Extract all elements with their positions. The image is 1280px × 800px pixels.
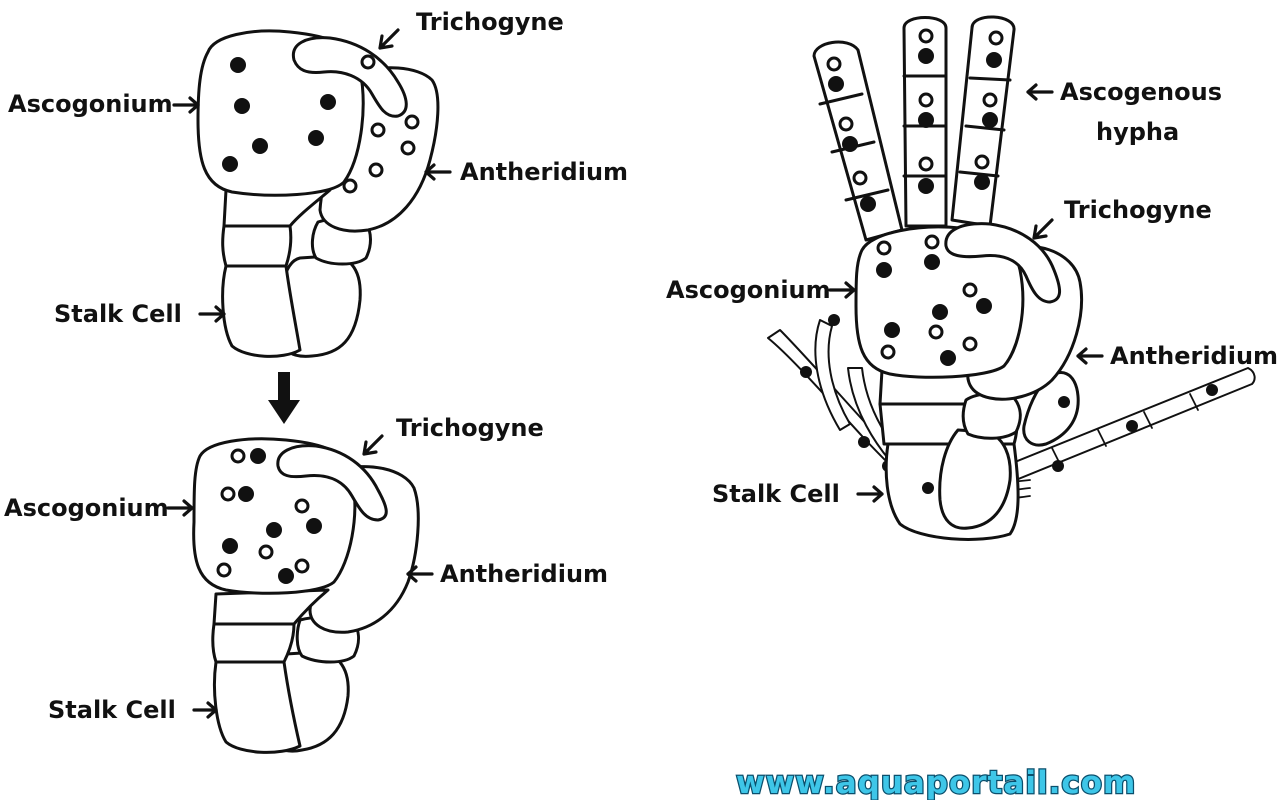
top-left-ascogonium-label: Ascogonium	[8, 90, 173, 118]
bottom-left-stalk-cell-label: Stalk Cell	[48, 696, 176, 724]
arrow-icon	[198, 305, 226, 323]
right-ascogonium-label: Ascogonium	[666, 276, 831, 304]
arrow-icon	[1032, 218, 1054, 240]
bottom-left-ascogonium-label: Ascogonium	[4, 494, 169, 522]
top-left-antheridium-label: Antheridium	[460, 158, 628, 186]
top-left-trichogyne-label: Trichogyne	[416, 8, 564, 36]
right-ascogenous-label-line2: hypha	[1096, 118, 1179, 146]
arrow-icon	[192, 701, 218, 719]
arrow-icon	[406, 565, 434, 583]
right-labels: Ascogenous hypha Trichogyne Ascogonium A…	[666, 78, 1278, 508]
right-stalk-cell-label: Stalk Cell	[712, 480, 840, 508]
bottom-left-trichogyne-label: Trichogyne	[396, 414, 544, 442]
arrow-icon	[362, 434, 384, 456]
arrow-icon	[378, 28, 400, 50]
down-arrow-icon	[268, 372, 300, 424]
watermark-text: www.aquaportail.com	[736, 765, 1136, 800]
top-left-stalk-cell-label: Stalk Cell	[54, 300, 182, 328]
arrow-icon	[1076, 347, 1104, 365]
right-trichogyne-label: Trichogyne	[1064, 196, 1212, 224]
right-antheridium-label: Antheridium	[1110, 342, 1278, 370]
top-left-structure	[196, 29, 440, 358]
arrow-icon	[828, 281, 856, 299]
bottom-left-structure	[192, 437, 420, 754]
arrow-icon	[1026, 83, 1054, 101]
right-structure	[767, 15, 1256, 541]
arrow-icon	[424, 163, 452, 181]
right-ascogenous-label-line1: Ascogenous	[1060, 78, 1222, 106]
top-left-labels: Trichogyne Ascogonium Antheridium Stalk …	[8, 8, 628, 328]
arrow-icon	[172, 96, 200, 114]
arrow-icon	[166, 499, 194, 517]
arrow-icon	[856, 485, 884, 503]
bottom-left-antheridium-label: Antheridium	[440, 560, 608, 588]
bottom-left-labels: Trichogyne Ascogonium Antheridium Stalk …	[4, 414, 608, 724]
